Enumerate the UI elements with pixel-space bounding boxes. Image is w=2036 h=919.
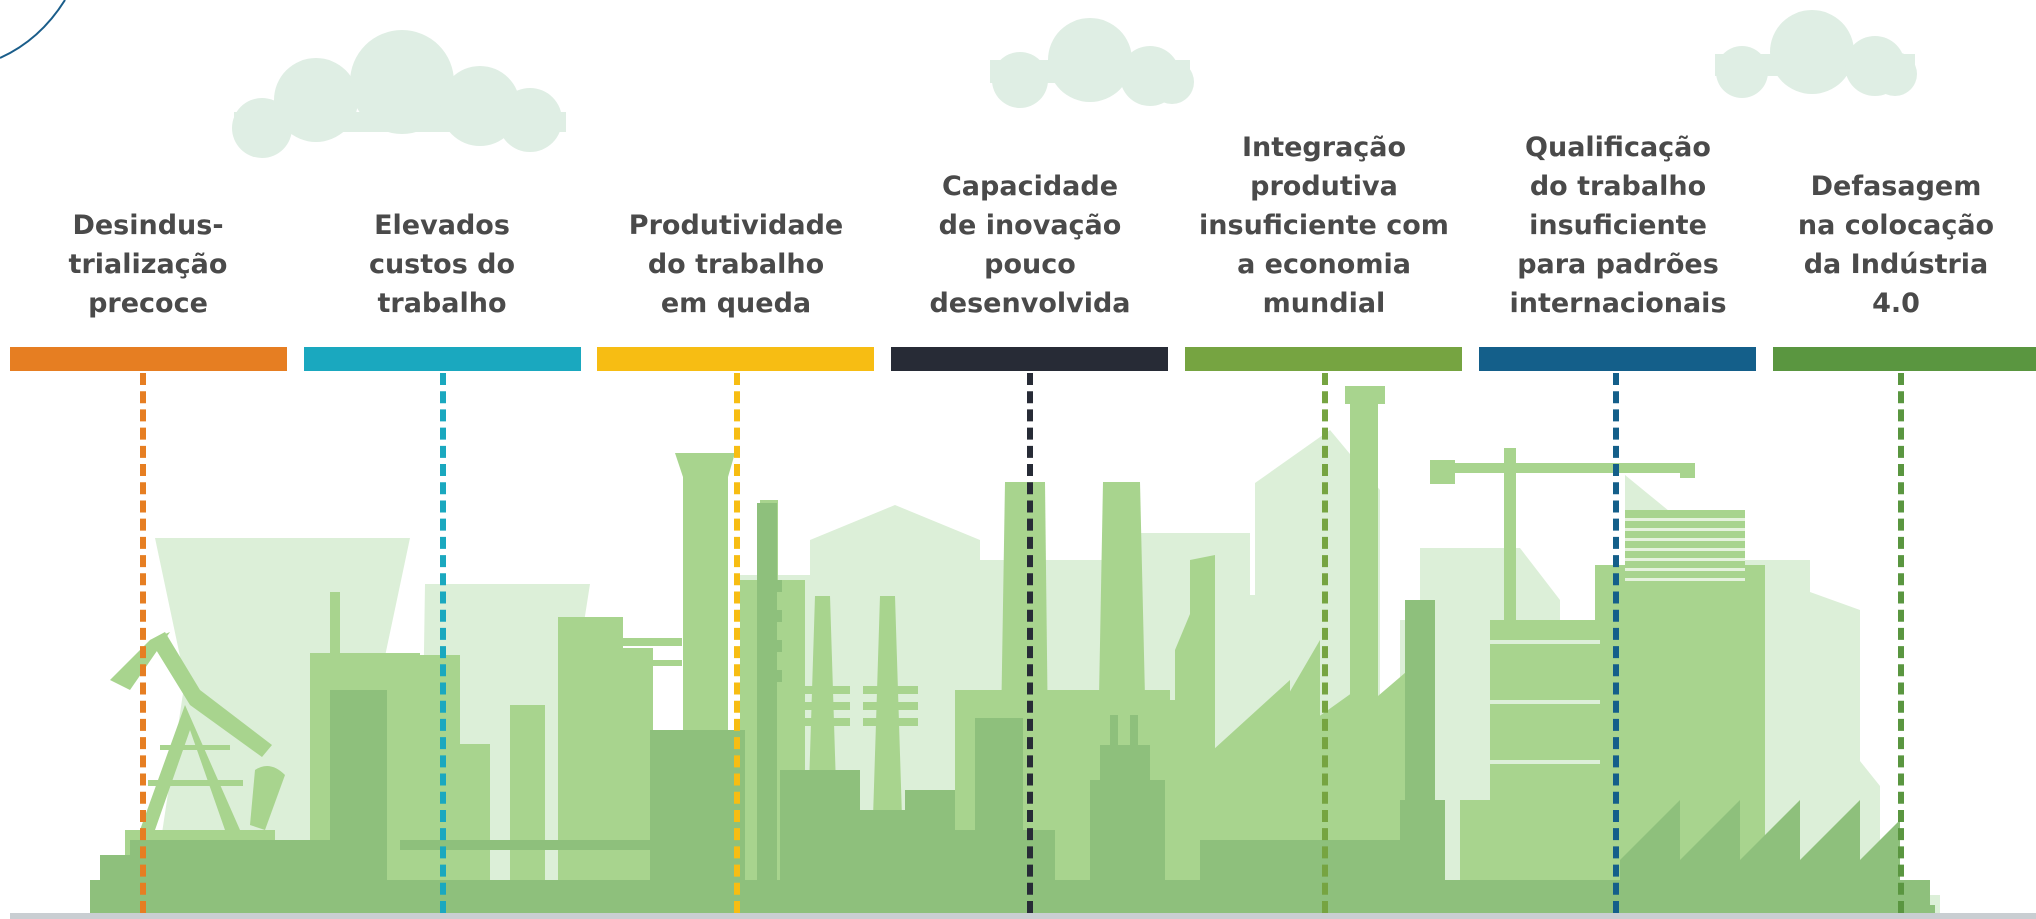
category-label-1: Desindus- trialização precoce: [68, 210, 228, 319]
category-label-2: Elevados custos do trabalho: [368, 210, 516, 319]
connector-line-1: [140, 373, 146, 913]
category-bar-5: [1185, 347, 1462, 371]
foreground-buildings: [90, 503, 1935, 913]
category-label-7: Defasagem na colocação da Indústria 4.0: [1797, 171, 1995, 319]
cloud-right: [1715, 10, 1917, 98]
connector-line-2: [440, 373, 446, 913]
connector-line-7: [1898, 373, 1904, 913]
category-bar-4: [891, 347, 1168, 371]
cloud-left: [232, 30, 566, 158]
cloud-center: [990, 18, 1194, 108]
corner-circle-arc: [0, 0, 66, 59]
category-bar-1: [10, 347, 287, 371]
connector-line-4: [1027, 373, 1033, 913]
category-label-3: Produtividade do trabalho em queda: [628, 210, 844, 319]
ladder-details: [1337, 488, 1600, 764]
category-label-6: Qualificação do trabalho insuficiente pa…: [1509, 132, 1727, 319]
category-label-4: Capacidade de inovação pouco desenvolvid…: [929, 171, 1131, 319]
category-bar-3: [597, 347, 874, 371]
category-bar-7: [1773, 347, 2036, 371]
category-bar-2: [304, 347, 581, 371]
connector-line-3: [734, 373, 740, 913]
connector-line-6: [1613, 373, 1619, 913]
category-label-5: Integração produtiva insuficiente com a …: [1199, 132, 1449, 319]
category-bar-6: [1479, 347, 1756, 371]
tower-stripes: [1625, 518, 1745, 581]
connector-line-5: [1322, 373, 1328, 913]
ground-line: [10, 913, 2036, 919]
